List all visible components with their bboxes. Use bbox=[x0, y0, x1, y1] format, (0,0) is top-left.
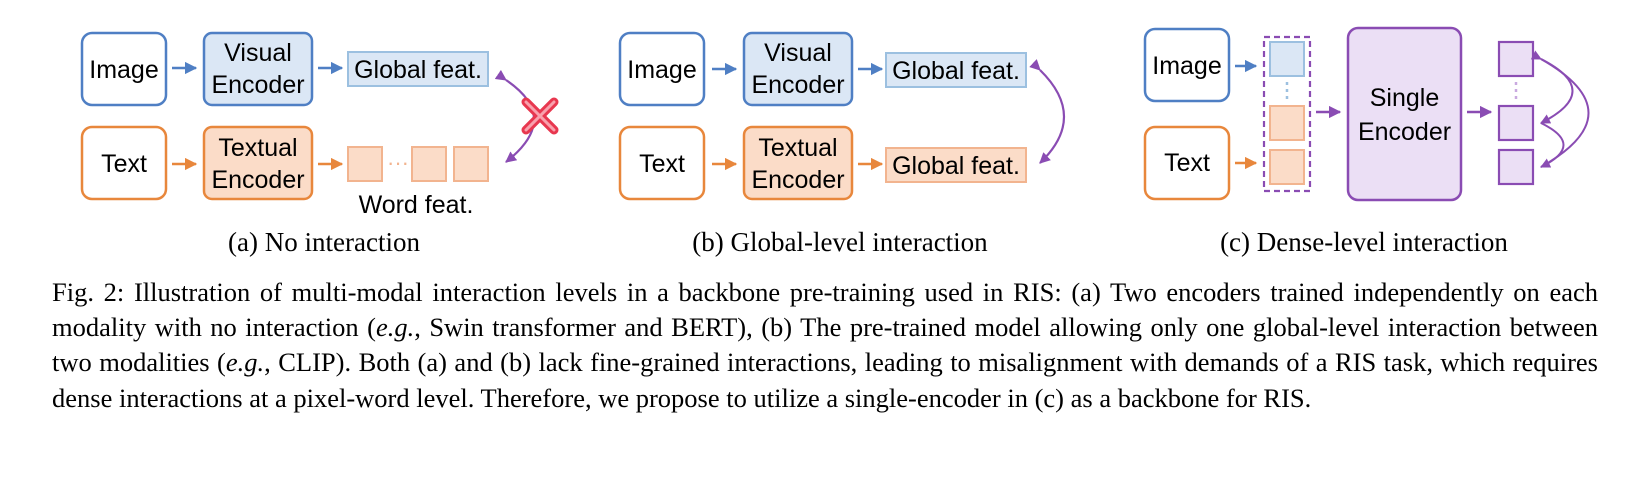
word-feat-token bbox=[347, 146, 383, 182]
word-feat-label: Word feat. bbox=[359, 191, 474, 219]
concatenated-token-group bbox=[1262, 35, 1312, 193]
text-input-box bbox=[618, 125, 706, 201]
image-input-label: Image bbox=[1152, 52, 1221, 80]
image-input-box bbox=[618, 31, 706, 107]
textual-encoder-label-line2: Encoder bbox=[211, 166, 304, 194]
visual-encoder-box bbox=[742, 31, 854, 107]
caption-part-2: , Swin transformer and BERT), (b) The pr… bbox=[52, 312, 1598, 378]
single-encoder-label-line1: Single bbox=[1370, 84, 1440, 112]
text-token bbox=[1269, 105, 1305, 141]
text-input-box bbox=[80, 125, 168, 201]
visual-encoder-label-line1: Visual bbox=[764, 39, 832, 67]
text-input-box bbox=[1143, 125, 1231, 201]
dense-interaction-arrows bbox=[1530, 50, 1590, 168]
image-input-box bbox=[1143, 27, 1231, 103]
panel-b: Image Visual Encoder Global feat. Text T… bbox=[618, 31, 1065, 257]
figure-caption: Fig. 2: Illustration of multi-modal inte… bbox=[52, 275, 1598, 416]
panel-c: Image Text Single Encoder (c) Dense-leve… bbox=[1143, 26, 1590, 257]
word-feat-token bbox=[453, 146, 489, 182]
single-encoder-label-line2: Encoder bbox=[1358, 118, 1451, 146]
visual-encoder-label-line2: Encoder bbox=[211, 71, 304, 99]
image-input-label: Image bbox=[627, 56, 696, 84]
caption-eg-2: e.g. bbox=[225, 347, 265, 378]
global-feat-box-visual bbox=[885, 52, 1027, 88]
word-feat-ellipsis: ··· bbox=[387, 150, 409, 175]
output-token bbox=[1497, 40, 1535, 78]
image-input-box bbox=[80, 31, 168, 107]
text-input-label: Text bbox=[639, 150, 685, 178]
single-encoder-box bbox=[1346, 26, 1463, 202]
global-feat-label: Global feat. bbox=[354, 56, 482, 84]
output-token bbox=[1497, 104, 1535, 142]
textual-encoder-label-line1: Textual bbox=[758, 134, 837, 162]
panel-b-caption: (b) Global-level interaction bbox=[692, 227, 988, 257]
visual-encoder-box bbox=[202, 31, 314, 107]
textual-encoder-label-line2: Encoder bbox=[751, 166, 844, 194]
global-feat-box-textual bbox=[885, 147, 1027, 183]
panel-c-caption: (c) Dense-level interaction bbox=[1220, 227, 1508, 257]
caption-part-1: Fig. 2: Illustration of multi-modal inte… bbox=[52, 277, 1598, 343]
global-interaction-arrow bbox=[1029, 59, 1065, 164]
textual-encoder-box bbox=[742, 125, 854, 201]
visual-encoder-label-line2: Encoder bbox=[751, 71, 844, 99]
global-feat-box bbox=[347, 51, 489, 87]
panel-a-caption: (a) No interaction bbox=[228, 227, 420, 257]
text-input-label: Text bbox=[101, 150, 147, 178]
global-feat-label-visual: Global feat. bbox=[892, 57, 1020, 85]
interaction-levels-diagram: Image Visual Encoder Global feat. Text T… bbox=[80, 26, 1590, 257]
image-input-label: Image bbox=[89, 56, 158, 84]
caption-part-3: , CLIP). Both (a) and (b) lack fine-grai… bbox=[52, 347, 1598, 413]
caption-eg-1: e.g. bbox=[375, 312, 415, 343]
textual-encoder-box bbox=[202, 125, 314, 201]
image-token bbox=[1269, 41, 1305, 77]
no-interaction-cross-icon bbox=[521, 97, 559, 135]
text-input-label: Text bbox=[1164, 149, 1210, 177]
output-token bbox=[1497, 148, 1535, 186]
textual-encoder-label-line1: Textual bbox=[218, 134, 297, 162]
panel-a: Image Visual Encoder Global feat. Text T… bbox=[80, 31, 559, 257]
visual-encoder-label-line1: Visual bbox=[224, 39, 292, 67]
text-token bbox=[1269, 149, 1305, 185]
word-feat-token bbox=[411, 146, 447, 182]
global-feat-label-textual: Global feat. bbox=[892, 152, 1020, 180]
